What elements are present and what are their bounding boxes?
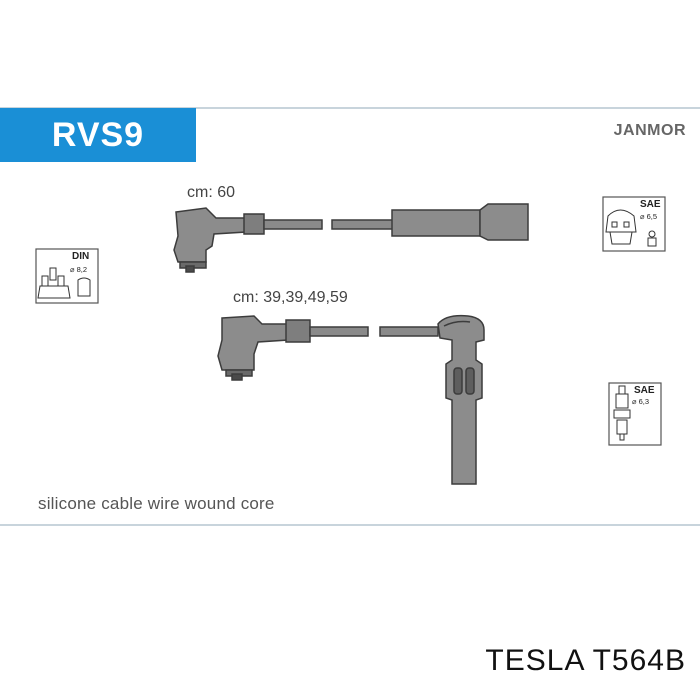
cable-2 bbox=[217, 314, 485, 485]
cable-2-plug-boot bbox=[437, 314, 485, 485]
sae-spark-plug-icon: SAE ⌀ 6,3 bbox=[608, 382, 662, 446]
sae-distributor-icon: SAE ⌀ 6,5 bbox=[602, 196, 666, 252]
footer-brand: TESLA bbox=[485, 644, 584, 677]
sae-plug-diameter: ⌀ 6,3 bbox=[632, 397, 649, 406]
footer-part-reference: TESLA T564B bbox=[485, 644, 686, 678]
cable-2-length-label: cm: 39,39,49,59 bbox=[233, 289, 348, 306]
footer-part-number: T564B bbox=[592, 644, 686, 677]
part-code: RVS9 bbox=[51, 116, 145, 154]
din-label: DIN bbox=[72, 251, 89, 262]
cable-2-wire-right bbox=[379, 326, 439, 337]
cable-1-wire-left bbox=[263, 219, 323, 230]
din-diameter: ⌀ 8,2 bbox=[70, 265, 87, 274]
part-code-badge bbox=[0, 108, 196, 162]
cable-2-wire-left bbox=[309, 326, 369, 337]
cable-1-length-label: cm: 60 bbox=[187, 184, 236, 201]
cable-1 bbox=[173, 203, 529, 273]
brand-name: JANMOR bbox=[613, 122, 686, 139]
bottom-divider bbox=[0, 524, 700, 526]
sae-distributor-diameter: ⌀ 6,5 bbox=[640, 212, 657, 221]
cable-1-wire-right bbox=[331, 219, 395, 230]
din-distributor-icon: DIN ⌀ 8,2 bbox=[35, 248, 99, 304]
sae-plug-label: SAE bbox=[634, 385, 655, 396]
product-description: silicone cable wire wound core bbox=[38, 494, 275, 513]
cable-1-straight-boot bbox=[391, 209, 481, 237]
cable-2-angled-boot bbox=[217, 315, 289, 371]
cable-1-angled-boot bbox=[173, 207, 247, 263]
sae-distributor-label: SAE bbox=[640, 199, 661, 210]
top-divider bbox=[0, 107, 700, 109]
